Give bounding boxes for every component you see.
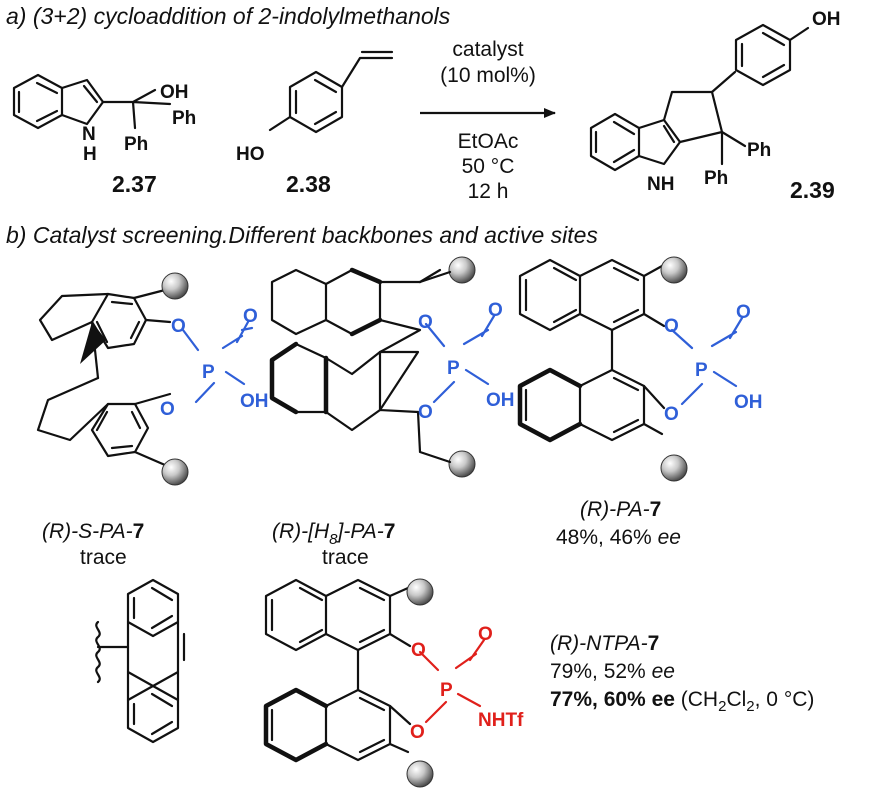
atom-oh-h8: OH [486, 390, 515, 411]
atom-p-pa: P [695, 360, 708, 381]
wavy-bond-icon [95, 620, 101, 684]
condition-solvent: EtOAc [458, 130, 519, 153]
condition-temperature: 50 °C [462, 155, 515, 178]
atom-o-h8-1: O [418, 312, 433, 333]
atom-o-pa-1: O [664, 316, 679, 337]
atom-o-spa-1: O [171, 316, 186, 337]
catalyst-ntpa-result: 79%, 52% ee [550, 660, 675, 683]
atom-o-h8-3: O [418, 402, 433, 423]
catalyst-pa-result: 48%, 46% ee [556, 526, 681, 549]
catalyst-pa-name: (R)-PA-7 [580, 498, 661, 521]
atom-oh-pa: OH [734, 392, 763, 413]
substituent-sphere-pa-top [660, 256, 688, 284]
atom-nh-239: NH [647, 174, 674, 195]
catalyst-spa-structure [36, 288, 172, 467]
compound-label-2-38: 2.38 [286, 171, 331, 197]
section-b-title: b) Catalyst screening.Different backbone… [6, 222, 598, 248]
catalyst-spa-result: trace [80, 546, 127, 569]
catalyst-ntpa-name: (R)-NTPA-7 [550, 632, 659, 655]
atom-oh-237: OH [160, 82, 189, 103]
atom-p-h8: P [447, 358, 460, 379]
atom-o-spa-3: O [160, 399, 175, 420]
atom-o-h8-2: O [488, 300, 503, 321]
atom-n-237: N [82, 124, 96, 145]
atom-o-ntpa-2: O [478, 624, 493, 645]
atom-ph-237a: Ph [172, 108, 196, 129]
substituent-sphere-h8-bottom [448, 450, 476, 478]
catalyst-pa-structure [517, 258, 664, 443]
anthryl-substituent-structure [95, 578, 186, 744]
atom-p-ntpa: P [440, 680, 453, 701]
atom-ph-237b: Ph [124, 134, 148, 155]
condition-time: 12 h [468, 180, 509, 203]
catalyst-h8pa-name: (R)-[H8]-PA-7 [272, 520, 395, 548]
substituent-sphere-pa-bottom [660, 454, 688, 482]
atom-p-spa: P [202, 362, 215, 383]
atom-ho-238: HO [236, 144, 265, 165]
compound-label-2-39: 2.39 [790, 177, 835, 203]
catalyst-ntpa-result-optimized: 77%, 60% ee (CH2Cl2, 0 °C) [550, 688, 814, 715]
substituent-sphere-spa-top [161, 272, 189, 300]
atom-o-spa-2: O [243, 306, 258, 327]
atom-ph-239b: Ph [704, 168, 728, 189]
atom-nhtf-ntpa: NHTf [478, 710, 524, 731]
atom-o-ntpa-3: O [410, 722, 425, 743]
substituent-sphere-spa-bottom [161, 458, 189, 486]
catalyst-spa-name: (R)-S-PA-7 [42, 520, 144, 543]
catalyst-h8pa-structure [269, 267, 442, 432]
catalyst-ntpa-structure [263, 578, 412, 763]
atom-ph-239a: Ph [747, 140, 771, 161]
atom-o-pa-3: O [664, 404, 679, 425]
catalyst-h8pa-result: trace [322, 546, 369, 569]
atom-o-pa-2: O [736, 302, 751, 323]
atom-h-237: H [83, 144, 97, 165]
substituent-sphere-ntpa-top [406, 578, 434, 606]
condition-loading: (10 mol%) [440, 64, 536, 87]
compound-2-39-structure [589, 23, 810, 172]
atom-o-ntpa-1: O [411, 640, 426, 661]
compound-label-2-37: 2.37 [112, 171, 157, 197]
substituent-sphere-h8-top [448, 256, 476, 284]
atom-oh-spa: OH [240, 391, 269, 412]
atom-oh-239: OH [812, 9, 841, 30]
condition-catalyst: catalyst [452, 38, 523, 61]
substituent-sphere-ntpa-bottom [406, 760, 434, 788]
compound-2-37-structure [12, 73, 172, 130]
compound-2-38-structure [268, 50, 394, 134]
section-a-title: a) (3+2) cycloaddition of 2-indolylmetha… [6, 3, 451, 29]
